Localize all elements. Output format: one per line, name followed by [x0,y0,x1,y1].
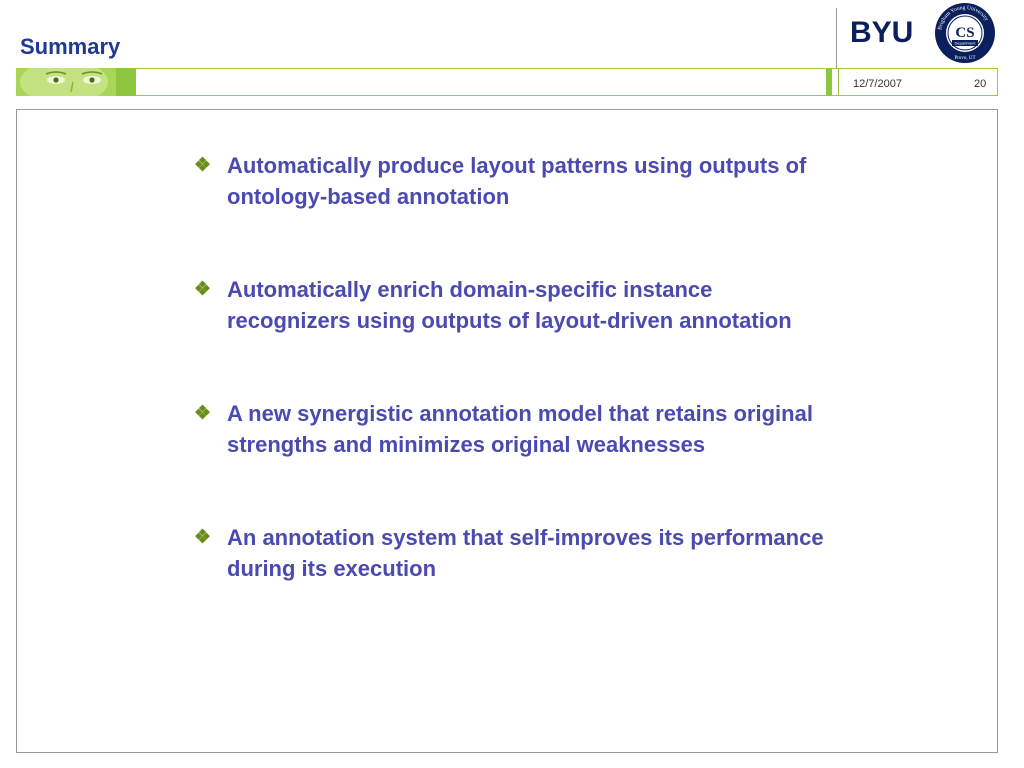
cs-department-seal-icon: Brigham Young University CS Department P… [935,3,995,63]
logo-divider [836,8,837,68]
seal-bottom-text: Provo, UT [954,56,975,61]
seal-letters: CS [955,25,974,41]
slide-page-number: 20 [974,78,987,90]
byu-logo: BYU [850,16,914,49]
four-diamond-bullet-icon: ❖ [194,403,212,424]
bullet-text: Automatically enrich domain-specific ins… [227,277,792,333]
slide-title: Summary [20,34,121,59]
four-diamond-bullet-icon: ❖ [194,155,212,176]
header-band [16,68,998,96]
four-diamond-bullet-icon: ❖ [194,527,212,548]
bullet-text: Automatically produce layout patterns us… [227,153,807,209]
header-accent-bar-right [826,69,832,96]
header-separator [838,69,839,96]
content-frame [16,109,998,753]
list-item: ❖ An annotation system that self-improve… [194,522,834,584]
seal-inner-text: Department [955,41,977,46]
summary-bullet-list: ❖ Automatically produce layout patterns … [194,150,834,584]
slide-date: 12/7/2007 [853,78,902,90]
header-accent-bar-left [130,69,136,96]
four-diamond-bullet-icon: ❖ [194,279,212,300]
bullet-text: An annotation system that self-improves … [227,525,824,581]
bullet-text: A new synergistic annotation model that … [227,401,813,457]
face-photo-strip-icon [16,68,130,96]
list-item: ❖ Automatically enrich domain-specific i… [194,274,834,336]
list-item: ❖ A new synergistic annotation model tha… [194,398,834,460]
list-item: ❖ Automatically produce layout patterns … [194,150,834,212]
